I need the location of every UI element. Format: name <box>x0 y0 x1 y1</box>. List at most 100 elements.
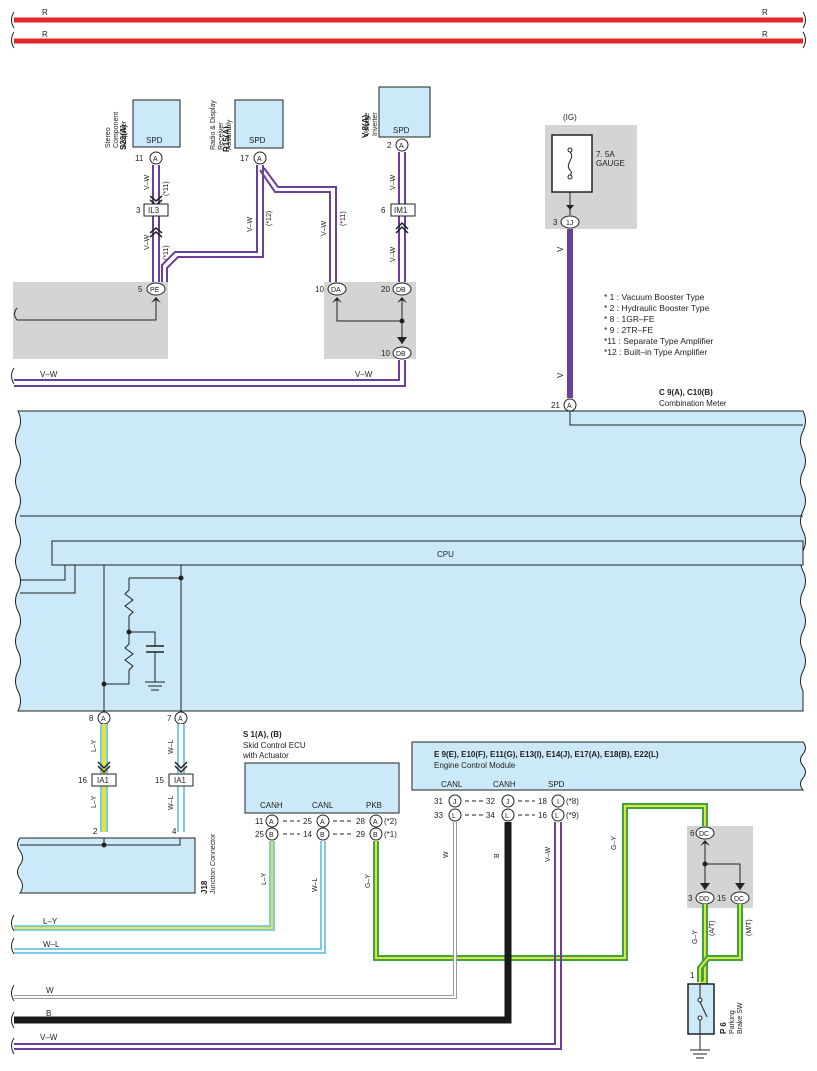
svg-text:Parking: Parking <box>729 1010 736 1034</box>
svg-text:Amplifier: Amplifier <box>121 120 128 148</box>
wire-meter-ia1: IA1 16 IA1 15 L–Y W–L L–Y W–L <box>78 724 194 832</box>
svg-text:A: A <box>373 819 378 826</box>
svg-text:IA1: IA1 <box>97 776 110 785</box>
svg-text:16: 16 <box>78 776 87 785</box>
svg-text:L: L <box>505 813 509 820</box>
svg-text:(*11): (*11) <box>340 211 347 226</box>
svg-text:1J: 1J <box>566 220 573 227</box>
svg-text:7. 5A: 7. 5A <box>596 150 615 159</box>
meter-code: C 9(A), C10(B) <box>659 388 713 397</box>
wire-label-r: R <box>42 8 48 17</box>
parking-brake-switch: 1 P 6 Parking Brake SW <box>687 971 744 1059</box>
pin-label-spd: SPD <box>393 126 410 135</box>
junction-pe: PE 5 <box>13 282 168 359</box>
svg-text:(*11): (*11) <box>163 181 170 196</box>
svg-text:Assembly: Assembly <box>226 119 233 150</box>
fuse-gauge: (IG) 7. 5A GAUGE 1J 3 <box>545 113 637 229</box>
svg-text:* 9 : 2TR–FE: * 9 : 2TR–FE <box>604 325 653 335</box>
svg-text:L: L <box>452 813 456 820</box>
svg-text:V–W: V–W <box>144 234 151 250</box>
svg-text:Brake SW: Brake SW <box>737 1002 744 1034</box>
svg-text:V–W: V–W <box>390 174 397 190</box>
svg-text:(M/T): (M/T) <box>746 919 753 936</box>
svg-text:A: A <box>101 716 106 723</box>
component-code: V 8(A) <box>361 115 370 138</box>
wire-label-r: R <box>42 30 48 39</box>
svg-text:DA: DA <box>331 287 341 294</box>
component-v8: SPD A 2 V 8(A) Voltage Inverter <box>361 86 431 152</box>
svg-text:V–W: V–W <box>247 216 254 232</box>
svg-text:25: 25 <box>255 830 264 839</box>
svg-text:with Actuator: with Actuator <box>242 751 289 760</box>
svg-text:6: 6 <box>690 829 695 838</box>
component-code: S23(A) <box>119 124 128 150</box>
component-r15: SPD A 17 R15(A) Radio & Display Receiver… <box>210 99 284 165</box>
wire-db-vw: V–W V–W <box>11 360 406 387</box>
wire-label-r: R <box>762 8 768 17</box>
svg-text:(*11): (*11) <box>163 245 170 260</box>
svg-text:* 8 : 1GR–FE: * 8 : 1GR–FE <box>604 314 655 324</box>
wire-parking-brake: G–Y (A/T) (M/T) <box>692 904 753 985</box>
svg-text:Radio & Display: Radio & Display <box>210 100 217 150</box>
svg-text:B: B <box>46 1009 51 1018</box>
svg-text:32: 32 <box>486 797 495 806</box>
svg-text:6: 6 <box>381 206 386 215</box>
svg-text:*12 : Built–in Type Amplifier: *12 : Built–in Type Amplifier <box>604 347 707 357</box>
svg-text:(*12): (*12) <box>266 211 273 226</box>
svg-text:Component: Component <box>113 112 120 148</box>
svg-text:IA1: IA1 <box>174 776 187 785</box>
svg-text:A: A <box>257 156 262 163</box>
svg-text:Inverter: Inverter <box>372 112 379 136</box>
svg-text:J: J <box>506 799 510 806</box>
combination-meter: C 9(A), C10(B) Combination Meter A 21 CP… <box>15 388 806 725</box>
svg-text:29: 29 <box>356 830 365 839</box>
svg-text:DD: DD <box>699 896 709 903</box>
svg-text:3: 3 <box>688 894 693 903</box>
lower-wires: L–Y L–Y W–L W–L G–Y G–Y W W B B V–W V–W <box>11 803 708 1055</box>
svg-text:10: 10 <box>381 349 390 358</box>
svg-text:L: L <box>555 813 559 820</box>
svg-text:Voltage: Voltage <box>364 113 371 136</box>
svg-text:E 9(E), E10(F), E11(G), E13(I): E 9(E), E10(F), E11(G), E13(I), E14(J), … <box>434 750 659 759</box>
svg-text:21: 21 <box>551 401 560 410</box>
svg-text:11: 11 <box>255 817 264 826</box>
svg-text:A: A <box>178 716 183 723</box>
svg-text:(*8): (*8) <box>566 797 579 806</box>
svg-text:20: 20 <box>381 285 390 294</box>
svg-text:A: A <box>399 143 404 150</box>
svg-text:W–L: W–L <box>168 740 175 755</box>
svg-text:V–W: V–W <box>321 220 328 236</box>
svg-text:V–W: V–W <box>545 846 552 862</box>
junction-connector-j18: 2 4 J18 Junction Connector <box>17 827 217 894</box>
svg-text:L–Y: L–Y <box>91 739 98 752</box>
svg-text:DC: DC <box>699 831 709 838</box>
svg-text:14: 14 <box>303 830 312 839</box>
svg-text:Engine Control Module: Engine Control Module <box>434 761 516 770</box>
svg-text:V: V <box>556 372 565 378</box>
svg-text:2: 2 <box>387 141 392 150</box>
svg-text:A: A <box>153 156 158 163</box>
svg-text:DB: DB <box>396 287 406 294</box>
svg-text:(*1): (*1) <box>384 830 397 839</box>
wire-fuse-meter: V V <box>556 229 573 398</box>
svg-text:*11 : Separate Type Amplifier: *11 : Separate Type Amplifier <box>604 336 713 346</box>
pin-label-spd: SPD <box>146 136 163 145</box>
svg-text:B: B <box>320 832 325 839</box>
skid-control-ecu: S 1(A), (B) Skid Control ECU with Actuat… <box>242 730 400 841</box>
svg-text:PE: PE <box>150 287 160 294</box>
svg-text:J18: J18 <box>200 880 209 894</box>
wire-label-r: R <box>762 30 768 39</box>
svg-text:A: A <box>269 819 274 826</box>
svg-text:16: 16 <box>538 811 547 820</box>
meter-name: Combination Meter <box>659 399 727 408</box>
junction-dc-dd: DC 6 DD 3 DC 15 <box>687 826 753 908</box>
svg-text:4: 4 <box>172 827 177 836</box>
component-code: R15(A) <box>222 126 231 152</box>
svg-text:3: 3 <box>136 206 141 215</box>
svg-text:A: A <box>320 819 325 826</box>
junction-da-db: DA 10 DB 20 DB 10 <box>315 282 416 360</box>
svg-text:L–Y: L–Y <box>261 872 268 885</box>
svg-text:V–W: V–W <box>40 370 58 379</box>
svg-text:V: V <box>556 246 565 252</box>
